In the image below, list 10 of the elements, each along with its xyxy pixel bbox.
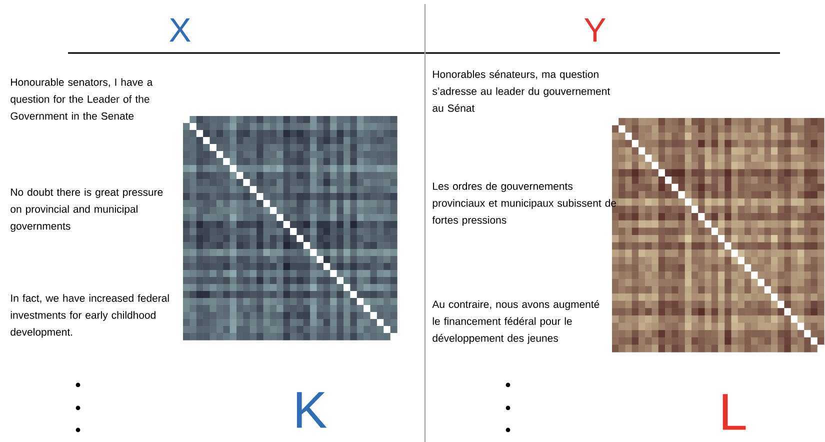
sentence: Honorables sénateurs, ma question s’adresse au leader du gouvernement au Sénat — [432, 70, 610, 112]
heading-letter: Y — [584, 18, 606, 42]
sentence: Au contraire, nous avons augmenté le financement fédéral pour le développement des jeunes — [432, 300, 600, 344]
sentence: In fact, we have increased federal investments for early childhood development. — [10, 294, 169, 338]
sentence: No doubt there is great pressure on provincial and municipal governments — [10, 188, 163, 232]
sentence: Honourable senators, I have a question for the Leader of the Government in the Senate — [10, 78, 153, 120]
heading-letter: X — [169, 18, 191, 42]
sentence: Les ordres de gouvernements provinciaux et municipaux subissent de fortes pressions — [432, 182, 616, 226]
heading-letter: L — [722, 394, 746, 430]
heading-letter: K — [296, 392, 327, 428]
